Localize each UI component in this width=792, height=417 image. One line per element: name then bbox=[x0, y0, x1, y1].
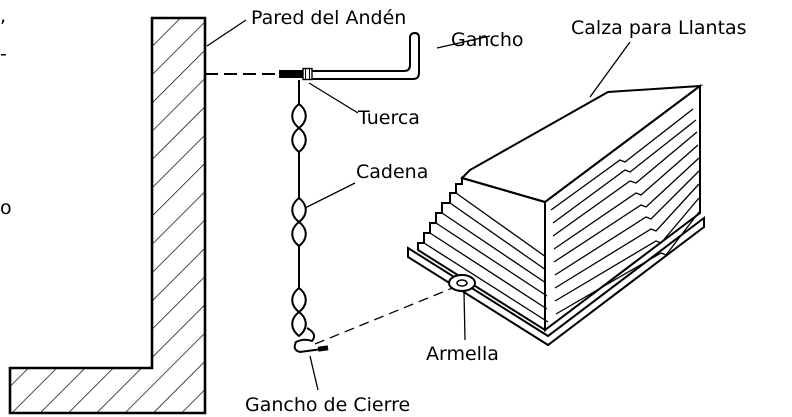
chain-leader bbox=[304, 182, 356, 209]
edge-char-1: , bbox=[0, 5, 6, 27]
wall-hatching bbox=[10, 18, 205, 413]
eye-bolt bbox=[448, 274, 476, 292]
label-eye-bolt: Armella bbox=[426, 343, 499, 365]
edge-char-3: o bbox=[0, 197, 12, 219]
label-wall: Pared del Andén bbox=[251, 7, 406, 29]
wall-outline bbox=[8, 16, 207, 415]
chain bbox=[291, 80, 307, 338]
label-chock: Calza para Llantas bbox=[571, 17, 747, 39]
hook-leader bbox=[436, 35, 491, 49]
nut-leader bbox=[308, 82, 359, 114]
label-hook: Gancho bbox=[451, 29, 524, 51]
chock-top-face bbox=[460, 84, 704, 204]
wall-leader bbox=[206, 19, 247, 47]
label-chain: Cadena bbox=[356, 161, 428, 183]
label-nut: Tuerca bbox=[357, 107, 420, 129]
closing-hook bbox=[293, 286, 456, 354]
cropped-edge-text: , - o bbox=[0, 5, 12, 219]
hook-threaded-section bbox=[279, 70, 303, 78]
dock-wall bbox=[8, 16, 207, 415]
hook-rod bbox=[312, 31, 420, 80]
eye-bolt-leader bbox=[463, 291, 466, 341]
closing-hook-leader bbox=[309, 355, 319, 391]
chock-ridges bbox=[550, 108, 700, 315]
closing-hook-shape bbox=[293, 327, 323, 354]
leader-lines bbox=[206, 19, 631, 391]
labels: Pared del Andén Gancho Calza para Llanta… bbox=[245, 7, 747, 416]
label-closing-hook: Gancho de Cierre bbox=[245, 394, 410, 416]
edge-char-2: - bbox=[0, 43, 7, 65]
chock-base-plate bbox=[407, 215, 705, 347]
chock-leader bbox=[589, 41, 631, 98]
hook-assembly bbox=[205, 31, 420, 81]
wheel-chock bbox=[407, 84, 705, 347]
nut-shape bbox=[302, 67, 313, 81]
closing-hook-dashed-connection bbox=[314, 286, 456, 345]
